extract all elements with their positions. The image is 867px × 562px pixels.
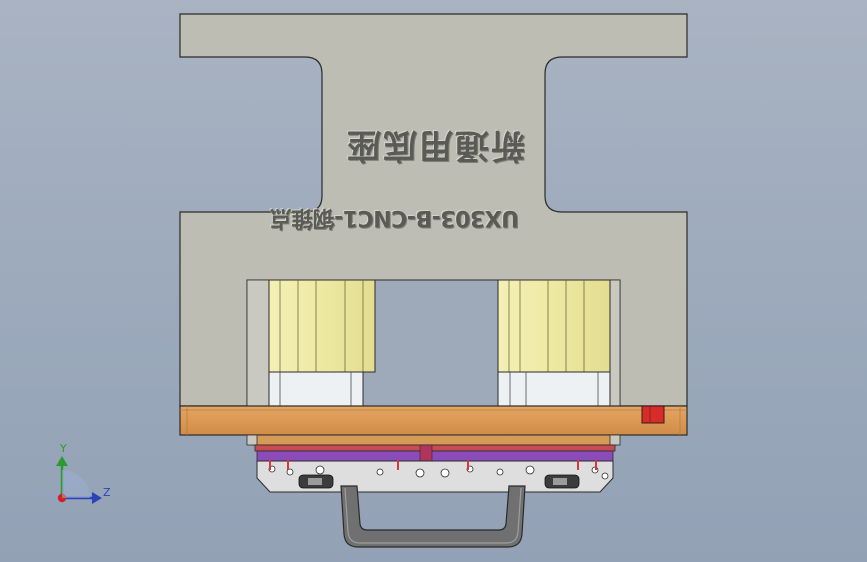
red-stop-block — [641, 405, 665, 424]
axis-z-label: Z — [103, 486, 111, 499]
fixture-body — [256, 460, 614, 493]
red-clamp-layer — [254, 444, 616, 452]
cylinder-left — [268, 279, 376, 407]
fixture-holes — [268, 465, 609, 480]
axis-y-label: Y — [60, 442, 67, 455]
red-pins — [269, 460, 597, 470]
engraving-part-number: UX303-B-CNC1-钢锥点 — [270, 205, 519, 230]
cylinder-right — [497, 279, 611, 407]
window-inner-frame-left — [246, 279, 270, 407]
clamp-blocks — [298, 474, 580, 489]
copper-plate — [179, 405, 688, 436]
sub-plate — [251, 434, 618, 446]
engraving-title: 新通用底座 — [345, 125, 525, 165]
purple-layer — [256, 450, 614, 462]
handle — [340, 485, 526, 548]
coordinate-triad — [56, 456, 102, 504]
